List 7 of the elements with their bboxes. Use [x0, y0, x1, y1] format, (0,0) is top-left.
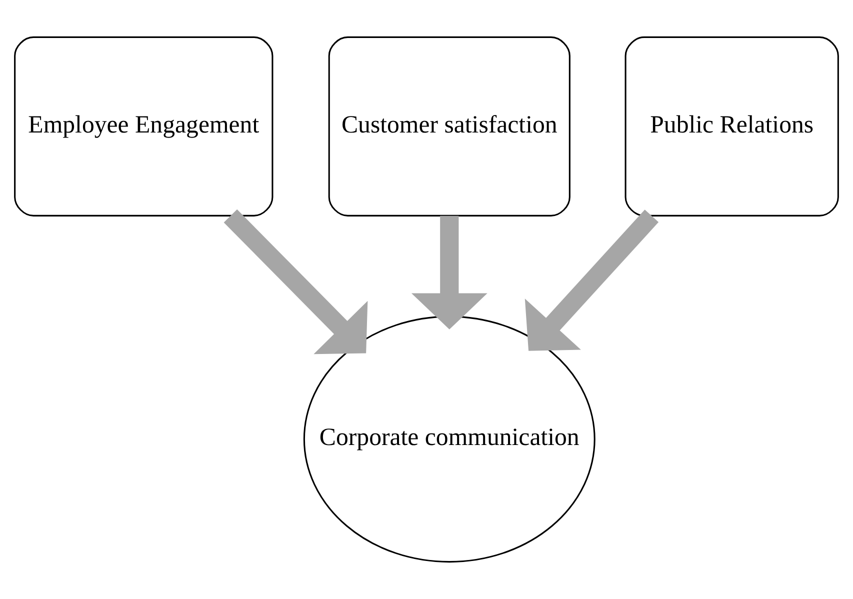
- node-box: Customer satisfaction: [328, 36, 570, 216]
- arrow: [224, 209, 368, 354]
- arrow: [524, 210, 659, 351]
- node-ellipse: Corporate communication: [303, 316, 596, 563]
- node-box: Employee Engagement: [14, 36, 274, 216]
- arrow: [411, 216, 488, 330]
- node-box: Public Relations: [624, 36, 839, 216]
